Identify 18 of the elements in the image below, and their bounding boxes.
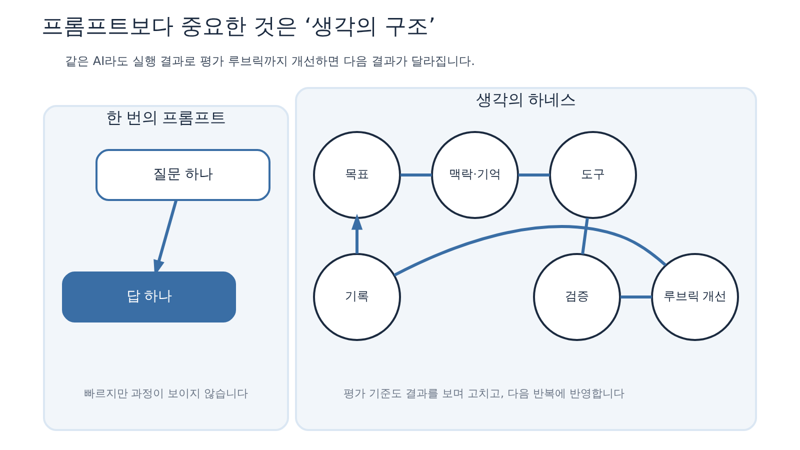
diagram-title: 프롬프트보다 중요한 것은 ‘생각의 구조’	[42, 14, 436, 40]
node-box: 질문 하나	[96, 149, 270, 201]
connector	[518, 174, 550, 176]
connector	[620, 296, 652, 298]
arrow	[351, 214, 363, 254]
node-box: 답 하나	[62, 272, 236, 322]
connector	[581, 218, 589, 254]
connector	[400, 174, 432, 176]
node-circle: 맥락·기억	[431, 131, 519, 219]
node-circle: 기록	[313, 253, 401, 341]
node-label: 평가 기준도 결과를 보며 고치고, 다음 반복에 반영합니다	[344, 386, 624, 400]
node-circle: 도구	[549, 131, 637, 219]
node-label: 빠르지만 과정이 보이지 않습니다	[84, 386, 248, 400]
label: 같은 AI라도 실행 결과로 평가 루브릭까지 개선하면 다음 결과가 달라집니다.	[65, 54, 475, 68]
node-circle: 목표	[313, 131, 401, 219]
connector	[394, 225, 667, 277]
node-circle: 검증	[533, 253, 621, 341]
node-circle: 루브릭 개선	[651, 253, 739, 341]
